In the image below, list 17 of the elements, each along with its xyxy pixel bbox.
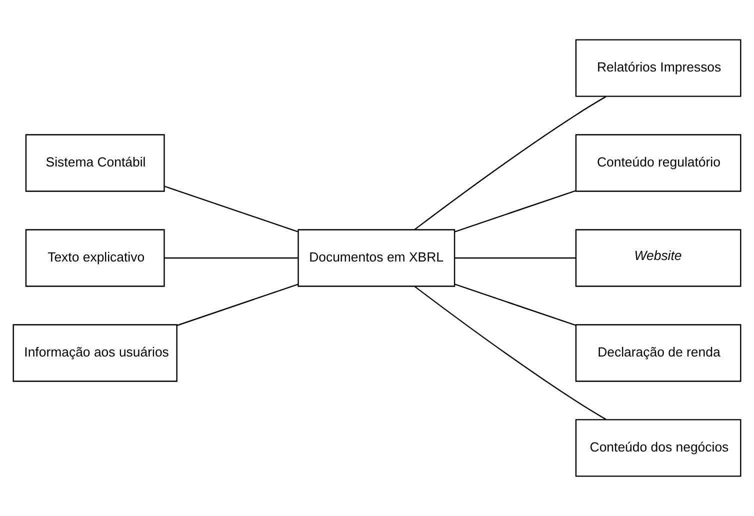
node-box: Declaração de renda <box>575 324 742 382</box>
node-box: Informação aos usuários <box>12 324 178 382</box>
node-box: Website <box>575 229 742 287</box>
connector <box>414 96 606 230</box>
node-box: Documentos em XBRL <box>298 229 456 287</box>
connector <box>454 257 576 259</box>
connector <box>454 190 576 232</box>
connector <box>164 257 298 259</box>
connector <box>414 286 606 420</box>
node-box: Conteúdo dos negócios <box>575 419 742 477</box>
connector <box>176 284 298 326</box>
connector <box>164 186 298 232</box>
node-box: Relatórios Impressos <box>575 39 742 97</box>
node-box: Texto explicativo <box>25 229 165 287</box>
connector <box>454 284 576 326</box>
node-box: Conteúdo regulatório <box>575 134 742 192</box>
node-box: Sistema Contábil <box>25 134 165 192</box>
